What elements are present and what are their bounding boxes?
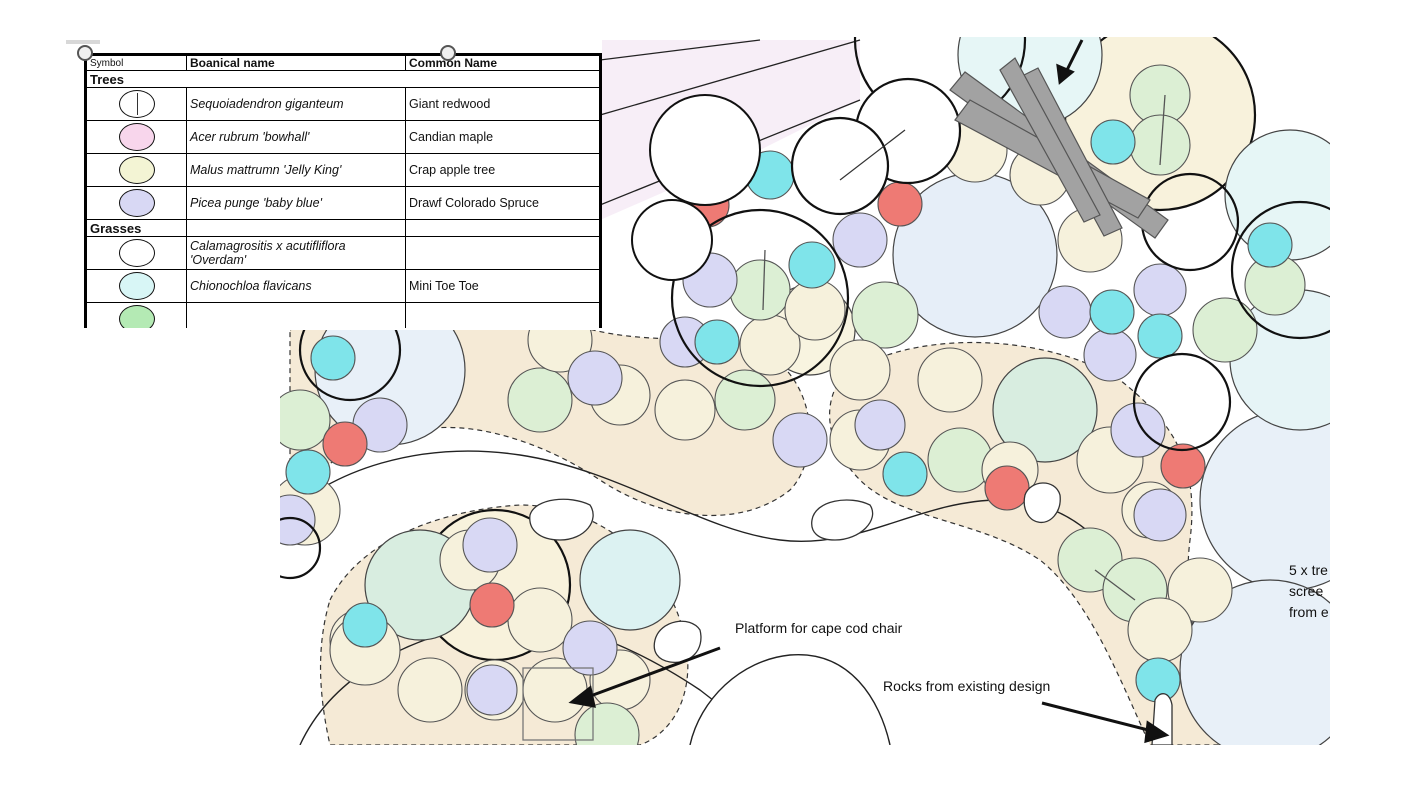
legend-row xyxy=(86,302,600,328)
legend-botanical-name: Calamagrositis x acutifliflora 'Overdam' xyxy=(186,236,406,270)
legend-section-trees: Trees xyxy=(86,70,600,88)
maple-symbol-icon xyxy=(118,123,155,151)
legend-botanical-name: Sequoiadendron giganteum xyxy=(186,87,406,121)
spruce-symbol-icon xyxy=(118,189,155,217)
legend-botanical-name: Acer rubrum 'bowhall' xyxy=(186,120,406,154)
grass-symbol-icon xyxy=(118,239,155,267)
legend-row: Acer rubrum 'bowhall' Candian maple xyxy=(86,120,600,154)
resize-handle[interactable] xyxy=(440,45,456,61)
legend-common-name xyxy=(405,236,600,270)
plant-legend: Symbol Boanical name Common Name Trees S… xyxy=(84,53,602,328)
toe-toe-symbol-icon xyxy=(118,272,155,300)
legend-common-name: Candian maple xyxy=(405,120,600,154)
annotation-rocks: Rocks from existing design xyxy=(883,678,1051,694)
legend-header-common: Common Name xyxy=(405,55,600,71)
legend-row: Chionochloa flavicans Mini Toe Toe xyxy=(86,269,600,303)
legend-row: Malus mattrumn 'Jelly King' Crap apple t… xyxy=(86,153,600,187)
annotation-line: scree xyxy=(1289,583,1324,599)
annotation-platform: Platform for cape cod chair xyxy=(735,620,903,636)
legend-botanical-name: Chionochloa flavicans xyxy=(186,269,406,303)
tree-giant-redwood xyxy=(670,208,850,388)
green-grass-symbol-icon xyxy=(118,305,155,328)
legend-common-name: Giant redwood xyxy=(405,87,600,121)
legend-header-row: Symbol Boanical name Common Name xyxy=(86,55,600,71)
crab-apple-symbol-icon xyxy=(118,156,155,184)
legend-header-botanical: Boanical name xyxy=(186,55,406,71)
annotation-line: 5 x tre xyxy=(1289,562,1328,578)
legend-common-name: Mini Toe Toe xyxy=(405,269,600,303)
legend-row: Picea punge 'baby blue' Drawf Colorado S… xyxy=(86,186,600,220)
resize-handle[interactable] xyxy=(77,45,93,61)
legend-botanical-name: Malus mattrumn 'Jelly King' xyxy=(186,153,406,187)
legend-section-label: Grasses xyxy=(86,219,187,237)
legend-section-label: Trees xyxy=(86,70,600,88)
annotation-line: from e xyxy=(1289,604,1329,620)
legend-header-symbol: Symbol xyxy=(86,55,187,71)
legend-common-name: Crap apple tree xyxy=(405,153,600,187)
selection-edge xyxy=(66,40,100,44)
legend-row: Calamagrositis x acutifliflora 'Overdam' xyxy=(86,236,600,270)
legend-botanical-name: Picea punge 'baby blue' xyxy=(186,186,406,220)
legend-section-grasses: Grasses xyxy=(86,219,600,237)
legend-common-name: Drawf Colorado Spruce xyxy=(405,186,600,220)
tree-symbol-icon xyxy=(118,90,155,118)
legend-row: Sequoiadendron giganteum Giant redwood xyxy=(86,87,600,121)
annotation-trees-note: 5 x tre scree from e xyxy=(1289,560,1330,626)
